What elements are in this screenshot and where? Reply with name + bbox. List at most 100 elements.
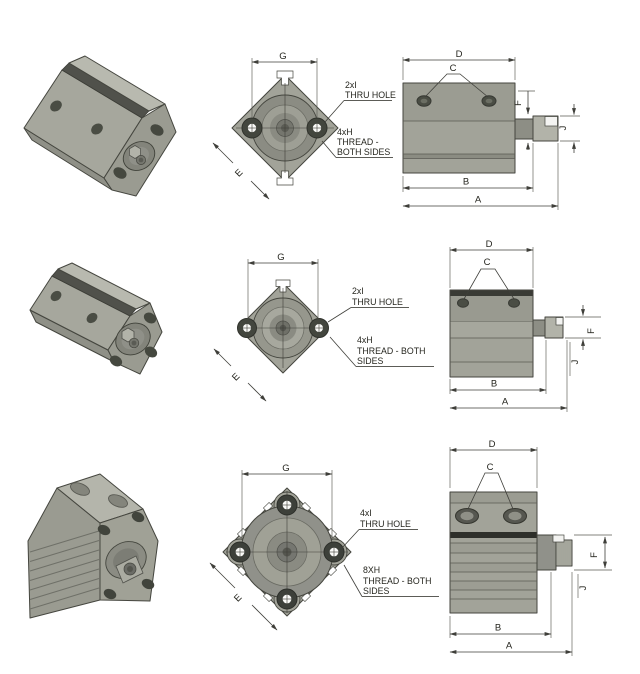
rod-collar	[532, 319, 546, 337]
thru-hole-left	[241, 117, 263, 139]
dim-label-b: B	[495, 623, 501, 634]
dim-label-a: A	[502, 397, 509, 408]
callout-thread-row3: 8XH THREAD - BOTH SIDES	[343, 564, 439, 597]
callout-thread-row2: 4xH THREAD - BOTH SIDES	[329, 335, 434, 367]
thread-label-2: SIDES	[363, 586, 390, 596]
thread-hole	[103, 588, 117, 600]
thread-label-1: THREAD -	[337, 137, 379, 147]
row-2: G E 2xI THRU HOLE 4xH THREAD - BOTH SIDE…	[29, 239, 601, 412]
thread-label-1: THREAD - BOTH	[357, 346, 425, 356]
thru-hole-top	[276, 494, 298, 516]
thread-label-1: THREAD - BOTH	[363, 576, 431, 586]
thread-hole	[144, 346, 158, 358]
dim-label-d: D	[456, 49, 463, 60]
rod-collar	[514, 118, 534, 140]
callout-thru-hole-row3: 4xI THRU HOLE	[341, 508, 418, 549]
edge-notch	[326, 565, 338, 577]
front-view-row3: G E	[209, 463, 352, 631]
callout-thru-hole-row1: 2xI THRU HOLE	[324, 80, 396, 123]
dim-label-c: C	[484, 257, 491, 268]
hex-nut	[128, 145, 142, 159]
air-port	[508, 298, 520, 308]
thru-hole-label: THRU HOLE	[352, 297, 403, 307]
dim-label-d: D	[489, 439, 496, 450]
side-view-row1: D C B A F J	[402, 49, 580, 210]
front-view-row2: G E	[213, 252, 329, 402]
edge-notch	[236, 565, 248, 577]
row-3: G E 4xI THRU HOLE 8XH THREAD - BOTH SIDE…	[27, 439, 612, 656]
thread-qty: 4xH	[357, 335, 373, 345]
callout-thread-row1: 4xH THREAD - BOTH SIDES	[321, 127, 393, 158]
thru-hole-label: THRU HOLE	[360, 519, 411, 529]
t-slot-top	[275, 279, 291, 293]
dim-label-g: G	[279, 51, 286, 62]
thru-hole-right	[306, 117, 328, 139]
mounting-hole	[91, 123, 103, 135]
dim-label-e: E	[232, 592, 244, 604]
dim-label-f: F	[589, 552, 600, 558]
thread-hatch	[557, 541, 571, 565]
t-slot-top	[276, 70, 294, 86]
port-leader	[424, 73, 489, 98]
row-1: G E 2xI THRU HOLE 4xH THREAD - BOTH SIDE…	[23, 49, 580, 210]
thru-hole-left	[237, 318, 257, 338]
front-view-row1: G E	[212, 51, 339, 200]
t-slot-bottom	[276, 170, 294, 186]
thread-hole	[131, 511, 145, 523]
edge-notch	[262, 591, 274, 603]
dim-label-b: B	[463, 177, 469, 188]
iso-view-row1	[23, 55, 177, 197]
rod-flat	[544, 116, 558, 127]
seal-band	[450, 532, 537, 538]
thread-label-2: BOTH SIDES	[337, 147, 390, 157]
dim-label-j: J	[570, 359, 581, 364]
thread-hole	[143, 312, 157, 324]
thru-hole-label: THRU HOLE	[345, 90, 396, 100]
edge-notch	[300, 591, 312, 603]
dim-label-f: F	[513, 100, 524, 106]
dim-label-f: F	[586, 328, 597, 334]
top-seal-strip	[450, 290, 533, 296]
thru-hole-qty: 2xI	[345, 80, 357, 90]
edge-notch	[300, 501, 312, 513]
thread-label-2: SIDES	[357, 356, 384, 366]
thread-hole	[113, 167, 127, 179]
top-port-hole	[108, 494, 128, 508]
edge-notch	[262, 501, 274, 513]
rod-flat	[552, 534, 565, 543]
thru-hole-right	[323, 541, 345, 563]
thread-qty: 4xH	[337, 127, 353, 137]
top-port-hole	[70, 482, 90, 496]
port-leader	[467, 472, 514, 510]
thread-qty: 8XH	[363, 565, 380, 575]
callout-thru-hole-row2: 2xI THRU HOLE	[327, 286, 409, 323]
hex-nut	[121, 327, 135, 343]
dim-label-a: A	[475, 195, 482, 206]
dim-label-a: A	[506, 641, 513, 652]
dim-label-b: B	[491, 379, 497, 390]
port-leader	[463, 268, 515, 300]
dim-label-j: J	[558, 125, 569, 130]
thru-hole-bottom	[276, 588, 298, 610]
iso-view-row3	[27, 473, 159, 619]
thread-hole	[97, 524, 111, 536]
side-view-row3: D C B A F J	[449, 439, 612, 656]
mounting-hole	[50, 290, 62, 302]
mounting-hole	[50, 100, 62, 112]
air-port	[457, 298, 469, 308]
thread-hole	[109, 355, 123, 367]
thru-hole-qty: 2xI	[352, 286, 364, 296]
dim-label-e: E	[230, 371, 242, 383]
thread-hole	[150, 124, 164, 136]
dim-label-e: E	[233, 167, 245, 179]
thru-hole-left	[229, 541, 251, 563]
thread-hole	[141, 578, 155, 590]
thru-hole-qty: 4xI	[360, 508, 372, 518]
iso-view-row2	[29, 262, 163, 375]
rod-flat	[555, 317, 564, 326]
dim-label-d: D	[486, 239, 493, 250]
dim-label-c: C	[450, 63, 457, 74]
dim-label-g: G	[282, 463, 289, 474]
